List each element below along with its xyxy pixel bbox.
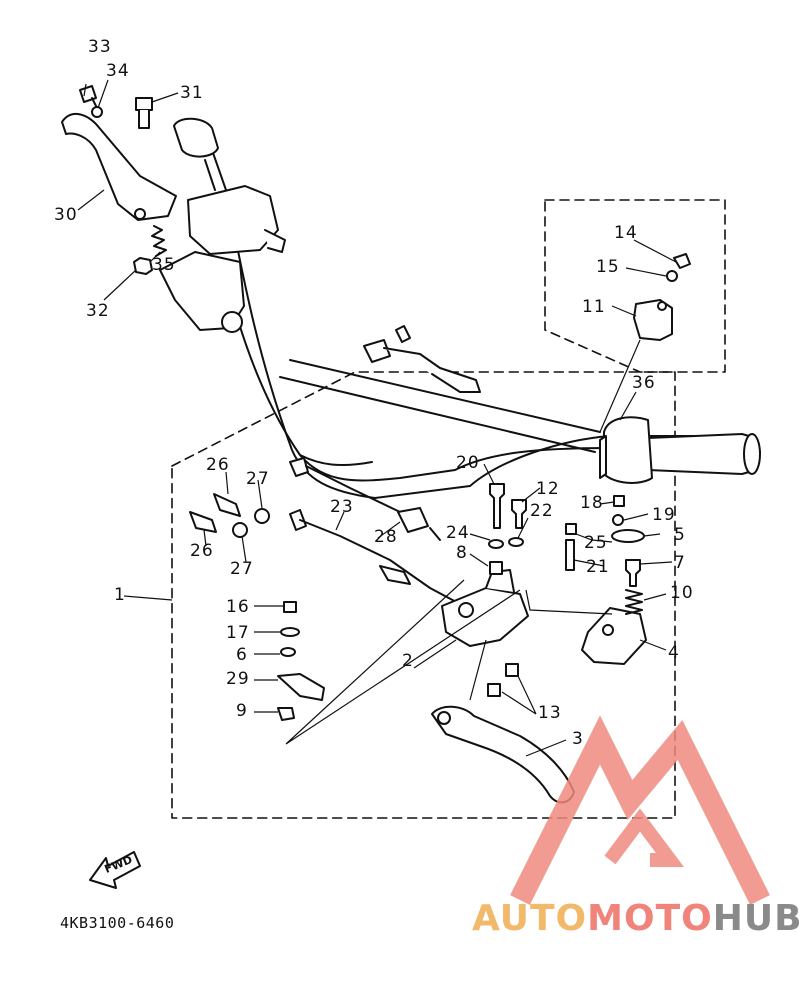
- callout-8: 8: [456, 543, 468, 563]
- washer-6: [280, 647, 296, 657]
- washer-22: [508, 537, 524, 547]
- pin-7: [625, 559, 641, 587]
- spring-10: [625, 589, 643, 615]
- callout-15: 15: [596, 257, 620, 277]
- nut-32: [133, 257, 153, 275]
- callout-22: 22: [530, 501, 554, 521]
- callout-24: 24: [446, 523, 470, 543]
- callout-32: 32: [86, 301, 110, 321]
- callout-36: 36: [632, 373, 656, 393]
- bolt-20: [489, 483, 505, 529]
- switch-housing: [599, 416, 653, 484]
- callout-1: 1: [114, 585, 126, 605]
- assembly-frame: [171, 371, 676, 819]
- handlebar: [173, 117, 761, 499]
- callout-18: 18: [580, 493, 604, 513]
- callout-35: 35: [152, 255, 176, 275]
- bolt-31: [135, 97, 153, 129]
- bolt-26a: [213, 493, 241, 517]
- switch-subassembly-frame: [544, 199, 726, 373]
- callout-33: 33: [88, 37, 112, 57]
- callout-12: 12: [536, 479, 560, 499]
- callout-4: 4: [668, 643, 680, 663]
- bracket-29: [277, 673, 325, 701]
- left-lever: [61, 113, 177, 221]
- callout-9: 9: [236, 701, 248, 721]
- handlebar-bracket: [159, 185, 286, 333]
- callout-21: 21: [586, 557, 610, 577]
- plate-5: [611, 529, 645, 543]
- callout-27-lower: 27: [230, 559, 254, 579]
- pin-25: [565, 523, 577, 535]
- callout-7: 7: [674, 553, 686, 573]
- callout-17: 17: [226, 623, 250, 643]
- holder-4: [581, 607, 647, 665]
- screw-14: [673, 253, 691, 269]
- bolt-12: [511, 499, 527, 529]
- callout-29: 29: [226, 669, 250, 689]
- brake-switch-wire: [289, 457, 461, 605]
- switch-cover-11: [633, 299, 673, 341]
- callout-3: 3: [572, 729, 584, 749]
- callout-28: 28: [374, 527, 398, 547]
- screw-18: [613, 495, 625, 507]
- callout-13: 13: [538, 703, 562, 723]
- bolt-26b: [189, 511, 217, 533]
- pin-21: [565, 539, 575, 571]
- washer-15: [666, 270, 678, 282]
- nut-9: [277, 707, 295, 721]
- nut-27a: [254, 508, 270, 524]
- fwd-arrow: [89, 851, 141, 889]
- washer-19: [612, 514, 624, 526]
- part-code: 4KB3100-6460: [60, 914, 175, 932]
- callout-31: 31: [180, 83, 204, 103]
- callout-19: 19: [652, 505, 676, 525]
- nut-27b: [232, 522, 248, 538]
- spring-35: [151, 225, 167, 257]
- switch-wire: [363, 325, 481, 393]
- callout-25: 25: [584, 533, 608, 553]
- nut-13b: [487, 683, 501, 697]
- callout-26-upper: 26: [206, 455, 230, 475]
- nut-8: [489, 561, 503, 575]
- callout-14: 14: [614, 223, 638, 243]
- watermark-text: AUTOMOTOHUB: [472, 898, 800, 939]
- callout-26-lower: 26: [190, 541, 214, 561]
- callout-30: 30: [54, 205, 78, 225]
- washer-17: [280, 627, 300, 637]
- callout-16: 16: [226, 597, 250, 617]
- watermark-part-2: MOTO: [587, 898, 713, 939]
- watermark-part-3: HUB: [712, 898, 800, 939]
- callout-2: 2: [402, 651, 414, 671]
- washer-34: [91, 106, 103, 118]
- callout-5: 5: [674, 525, 686, 545]
- watermark-part-1: AUTO: [472, 898, 588, 939]
- callout-34: 34: [106, 61, 130, 81]
- callout-23: 23: [330, 497, 354, 517]
- callout-27-upper: 27: [246, 469, 270, 489]
- callout-6: 6: [236, 645, 248, 665]
- callout-11: 11: [582, 297, 606, 317]
- screw-16: [283, 601, 297, 613]
- lever-bracket-2: [441, 569, 529, 647]
- washer-24: [488, 539, 504, 549]
- nut-13a: [505, 663, 519, 677]
- callout-10: 10: [670, 583, 694, 603]
- callout-20: 20: [456, 453, 480, 473]
